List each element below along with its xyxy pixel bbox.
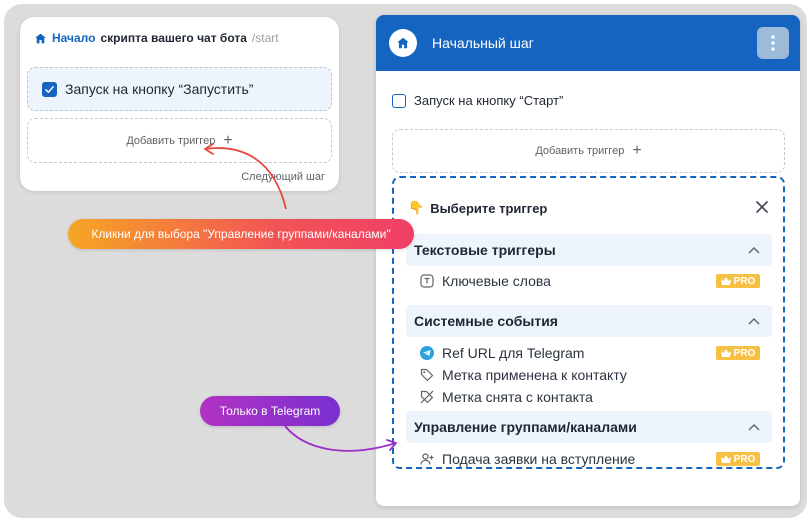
home-icon: [34, 32, 47, 45]
trigger-start-button[interactable]: Запуск на кнопку “Запустить”: [27, 67, 332, 111]
user-plus-icon: [420, 452, 434, 466]
add-trigger-button[interactable]: Добавить триггер +: [392, 129, 785, 173]
canvas-background: Начало скрипта вашего чат бота /start За…: [4, 4, 807, 518]
checkbox-unchecked[interactable]: [392, 93, 406, 108]
script-start-card: Начало скрипта вашего чат бота /start За…: [20, 17, 339, 191]
section-system-events[interactable]: Системные события: [406, 305, 772, 337]
point-down-icon: 👇: [408, 200, 425, 215]
item-label: Метка снята с контакта: [442, 389, 593, 405]
chevron-up-icon: [748, 424, 760, 431]
close-icon[interactable]: [755, 200, 769, 214]
item-label: Подача заявки на вступление: [442, 451, 636, 467]
add-trigger-label: Добавить триггер: [126, 134, 216, 147]
script-header: Начало скрипта вашего чат бота /start: [34, 30, 279, 46]
section-text-triggers[interactable]: Текстовые триггеры: [406, 234, 772, 266]
crown-icon: [720, 349, 731, 357]
plus-icon: +: [632, 142, 642, 159]
pro-badge: PRO: [716, 346, 760, 360]
panel-title: Начальный шаг: [432, 35, 534, 51]
trigger-label: Запуск на кнопку “Запустить”: [65, 81, 254, 97]
picker-header: 👇 Выберите триггер: [408, 200, 547, 216]
tag-icon: [420, 368, 434, 382]
trigger-item-keywords[interactable]: Ключевые слова PRO: [420, 270, 760, 292]
tag-off-icon: [420, 390, 434, 404]
chevron-up-icon: [748, 247, 760, 254]
section-group-channel-management[interactable]: Управление группами/каналами: [406, 411, 772, 443]
item-label: Ключевые слова: [442, 273, 551, 289]
callout-select-group-management: Кликни для выбора "Управление группами/к…: [68, 219, 414, 249]
pro-badge: PRO: [716, 274, 760, 288]
callout-telegram-only: Только в Telegram: [200, 396, 340, 426]
section-title: Текстовые триггеры: [414, 242, 556, 258]
checkbox-checked[interactable]: [42, 81, 57, 97]
kebab-icon: [771, 35, 775, 51]
header-title: скрипта вашего чат бота: [100, 31, 247, 45]
trigger-start-button[interactable]: Запуск на кнопку “Старт”: [392, 93, 563, 108]
item-label: Метка применена к контакту: [442, 367, 627, 383]
trigger-item-tag-applied[interactable]: Метка применена к контакту: [420, 364, 760, 386]
telegram-icon: [420, 346, 434, 360]
trigger-picker-dropdown: 👇 Выберите триггер Текстовые триггеры Кл…: [392, 176, 785, 469]
trigger-item-ref-url[interactable]: Ref URL для Telegram PRO: [420, 342, 760, 364]
trigger-label: Запуск на кнопку “Старт”: [414, 93, 564, 108]
add-trigger-button[interactable]: Добавить триггер +: [27, 118, 332, 163]
add-trigger-label: Добавить триггер: [535, 145, 625, 157]
plus-icon: +: [223, 131, 233, 149]
text-box-icon: [420, 274, 434, 288]
header-start-link[interactable]: Начало: [52, 31, 96, 45]
section-title: Системные события: [414, 313, 558, 329]
section-title: Управление группами/каналами: [414, 419, 637, 435]
picker-title: Выберите триггер: [430, 200, 548, 216]
next-step-link[interactable]: Следующий шаг: [241, 171, 325, 183]
crown-icon: [720, 455, 731, 463]
start-step-panel: Начальный шаг Запуск на кнопку “Старт” Д…: [376, 15, 800, 506]
crown-icon: [720, 277, 731, 285]
trigger-item-tag-removed[interactable]: Метка снята с контакта: [420, 386, 760, 408]
panel-header: Начальный шаг: [376, 15, 800, 71]
header-command: /start: [251, 31, 279, 45]
more-options-button[interactable]: [757, 27, 789, 59]
home-icon: [389, 29, 417, 57]
pro-badge: PRO: [716, 452, 760, 466]
trigger-item-join-request[interactable]: Подача заявки на вступление PRO: [420, 448, 760, 470]
item-label: Ref URL для Telegram: [442, 345, 585, 361]
chevron-up-icon: [748, 318, 760, 325]
